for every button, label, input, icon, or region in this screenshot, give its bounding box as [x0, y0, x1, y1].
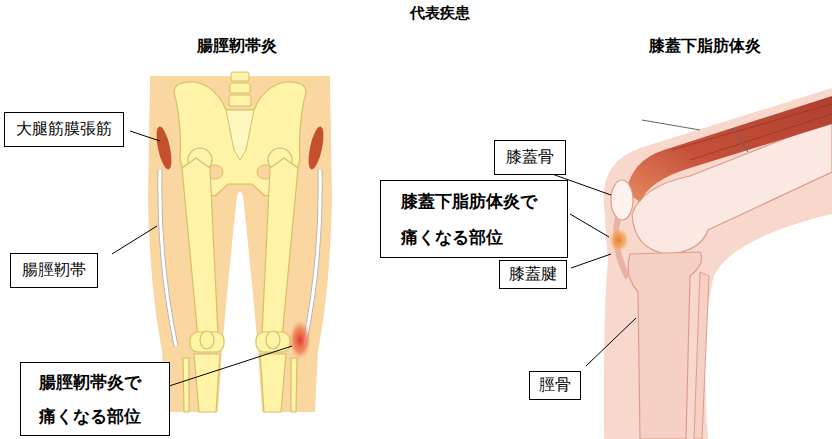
leader-line: [571, 254, 611, 268]
fibula: [291, 358, 297, 412]
leader-line: [642, 120, 700, 130]
box-label: 腸脛靭帯炎で 痛くなる部位: [39, 365, 151, 433]
muscle-line: [690, 114, 832, 160]
box-label: 膝蓋下脂肪体炎で 痛くなる部位: [401, 183, 547, 255]
body-silhouette: [148, 76, 332, 412]
label-box: 腸脛靭帯炎で 痛くなる部位: [20, 362, 170, 436]
tibia: [260, 354, 286, 412]
fibula: [694, 272, 709, 439]
section-heading: 腸脛靭帯炎: [197, 36, 277, 57]
leader-line: [570, 214, 609, 237]
right-leg-bones: [256, 148, 298, 412]
muscle-line: [672, 104, 832, 150]
diagram-title: 代表疾患: [410, 4, 470, 23]
label-box: 膝蓋腱: [499, 260, 567, 289]
leader-line: [163, 346, 292, 388]
pain-spot: [609, 228, 629, 252]
leader-line: [112, 226, 157, 254]
box-label: 脛骨: [539, 375, 571, 396]
leader-line: [586, 318, 636, 366]
label-box: 腸脛靭帯: [10, 253, 98, 288]
label-box: 膝蓋下脂肪体炎で 痛くなる部位: [380, 180, 568, 258]
sacrum: [226, 110, 254, 160]
iliotibial-band: [304, 170, 320, 346]
fibula: [183, 358, 189, 412]
leader-line: [130, 131, 160, 141]
leader-line: [732, 128, 748, 152]
knee-joint: [256, 332, 290, 352]
knee-joint: [190, 332, 224, 352]
tensor-fasciae-latae: [306, 125, 327, 171]
box-label: 腸脛靭帯: [22, 260, 86, 281]
iliotibial-band: [160, 170, 176, 346]
box-label: 膝蓋腱: [509, 264, 557, 285]
patella: [266, 331, 280, 349]
left-leg-bones: [182, 148, 224, 412]
vertebrae: [229, 72, 251, 106]
box-label: 膝蓋骨: [506, 147, 554, 168]
label-box: 膝蓋骨: [494, 140, 566, 175]
iliotibial-band: [304, 170, 320, 346]
patella: [200, 331, 214, 349]
tibia: [628, 252, 701, 439]
leader-lines: [552, 120, 748, 366]
leader-lines: [112, 131, 292, 388]
leg-silhouette: [604, 88, 832, 439]
femur: [182, 158, 218, 338]
vertebra: [229, 95, 251, 106]
label-box: 脛骨: [529, 371, 581, 400]
patella: [611, 180, 633, 220]
tensor-fasciae-latae: [154, 125, 175, 171]
label-box: 大腿筋膜張筋: [4, 112, 124, 147]
box-label: 大腿筋膜張筋: [16, 119, 112, 140]
iliotibial-band: [160, 170, 176, 346]
vertebra: [231, 72, 249, 81]
tibia: [194, 354, 220, 412]
femur: [262, 158, 298, 338]
section-heading: 膝蓋下脂肪体炎: [649, 36, 761, 57]
vertebra: [230, 83, 250, 93]
pain-spot: [289, 320, 311, 360]
quadriceps: [626, 96, 832, 202]
